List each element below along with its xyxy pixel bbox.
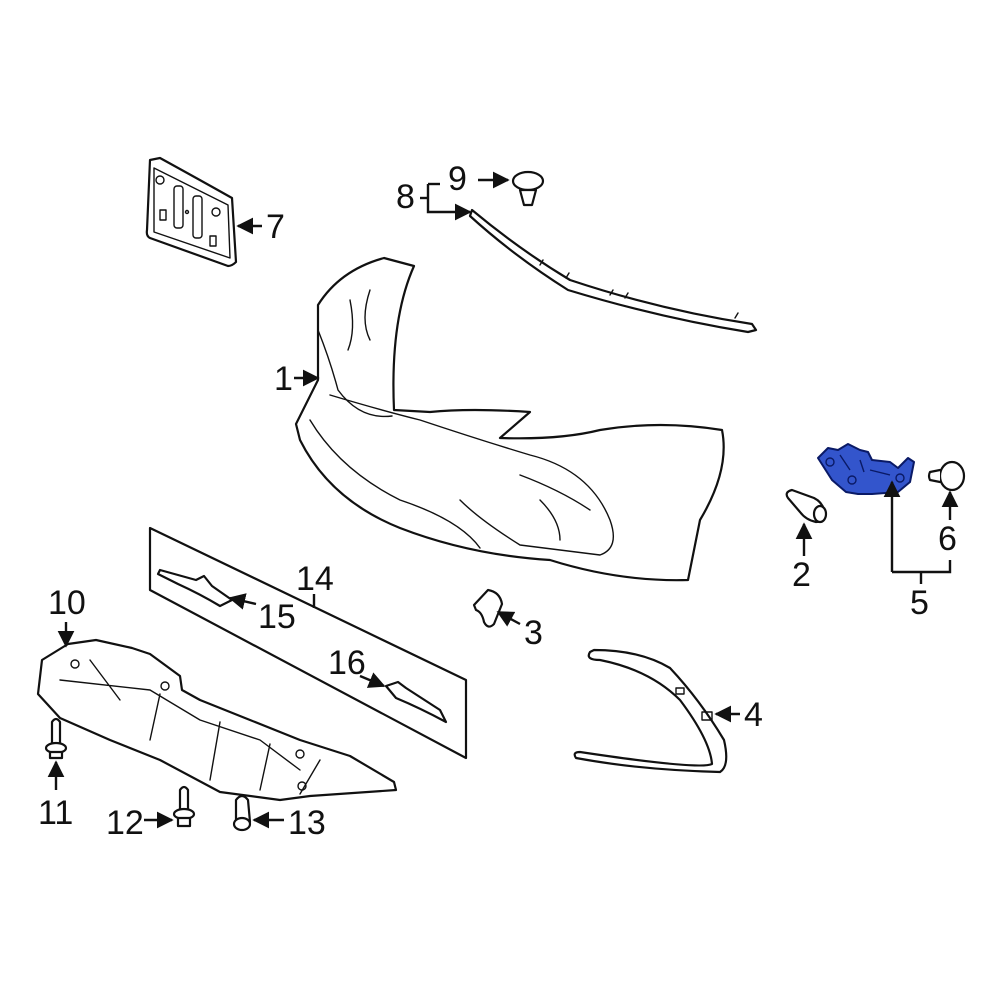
- clip-part[interactable]: [232, 794, 252, 832]
- callout-8: 8: [396, 178, 415, 216]
- leader-15: [228, 593, 257, 610]
- callout-2: 2: [792, 556, 811, 594]
- license-plate-bracket-part[interactable]: [145, 156, 238, 268]
- callout-16: 16: [328, 644, 366, 682]
- bumper-cover-part[interactable]: [294, 256, 725, 582]
- retainer-clip-part[interactable]: [927, 460, 966, 492]
- bolt-part[interactable]: [44, 717, 68, 760]
- small-cover-piece-part[interactable]: [472, 588, 504, 628]
- leader-8: [426, 184, 472, 221]
- callout-7: 7: [266, 208, 285, 246]
- callout-5: 5: [910, 584, 929, 622]
- callout-14: 14: [296, 560, 334, 598]
- callout-6: 6: [938, 520, 957, 558]
- deflector-right-part[interactable]: [384, 680, 448, 724]
- callout-15: 15: [258, 598, 296, 636]
- push-clip-part[interactable]: [785, 488, 828, 524]
- callout-9: 9: [448, 160, 467, 198]
- callout-13: 13: [288, 804, 326, 842]
- screw-part[interactable]: [172, 785, 196, 828]
- leader-3: [496, 610, 521, 627]
- deflector-left-part[interactable]: [156, 568, 234, 608]
- callout-10: 10: [48, 584, 86, 622]
- push-retainer-part[interactable]: [511, 170, 545, 207]
- callout-12: 12: [106, 804, 144, 842]
- leader-16: [359, 672, 386, 688]
- callout-4: 4: [744, 696, 763, 734]
- fog-lamp-trim-bezel-part[interactable]: [573, 648, 728, 774]
- upper-moulding-strip-part[interactable]: [468, 208, 758, 334]
- callout-11: 11: [38, 794, 74, 832]
- bumper-side-bracket-part[interactable]: [817, 443, 915, 495]
- splash-shield-part[interactable]: [36, 638, 398, 802]
- callout-3: 3: [524, 614, 543, 652]
- callout-1: 1: [274, 360, 293, 398]
- deflector-assembly-part[interactable]: [148, 526, 468, 760]
- highlighted-bracket: [817, 443, 915, 495]
